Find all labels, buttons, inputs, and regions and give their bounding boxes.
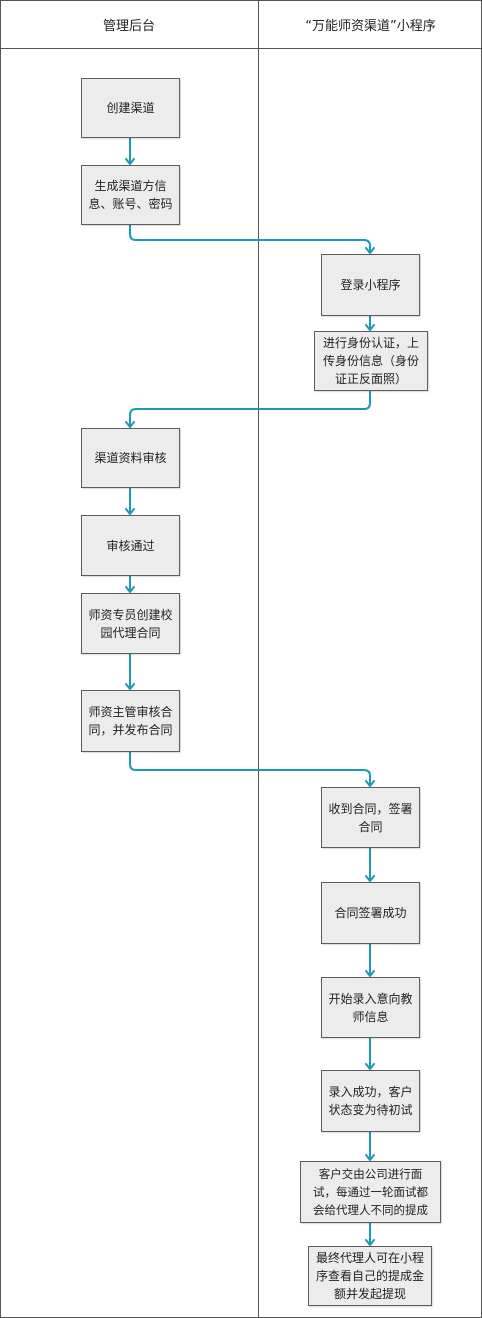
node-withdraw-commission: 最终代理人可在小程 序查看自己的提成金 额并发起提现	[308, 1246, 432, 1306]
lane-divider	[258, 0, 259, 1318]
node-review-channel-info: 渠道资料审核	[81, 428, 180, 488]
node-receive-contract: 收到合同，签署 合同	[321, 787, 420, 848]
node-identity-verification: 进行身份认证，上 传身份信息（身份 证正反面照）	[314, 331, 428, 391]
node-generate-account: 生成渠道方信 息、账号、密码	[81, 165, 180, 225]
node-interview-commission: 客户交由公司进行面 试，每通过一轮面试都 会给代理人不同的提成	[300, 1161, 441, 1223]
connector-publish-to-receive	[129, 752, 375, 787]
header-divider	[0, 48, 482, 49]
node-create-channel: 创建渠道	[81, 78, 180, 138]
node-contract-signed: 合同签署成功	[321, 882, 420, 944]
connector-generate-to-login	[129, 225, 375, 254]
node-login-miniprogram: 登录小程序	[321, 254, 420, 316]
node-entry-success: 录入成功，客户 状态变为待初试	[321, 1070, 420, 1132]
node-publish-contract: 师资主管审核合 同，并发布合同	[81, 690, 180, 752]
lane-title-miniprogram: “万能师资渠道”小程序	[305, 18, 436, 34]
connector-verify-to-review	[125, 391, 371, 428]
lane-title-admin: 管理后台	[102, 18, 155, 34]
node-review-passed: 审核通过	[81, 515, 180, 576]
node-create-contract: 师资专员创建校 园代理合同	[81, 593, 180, 654]
node-enter-teacher-info: 开始录入意向教 师信息	[321, 977, 420, 1038]
